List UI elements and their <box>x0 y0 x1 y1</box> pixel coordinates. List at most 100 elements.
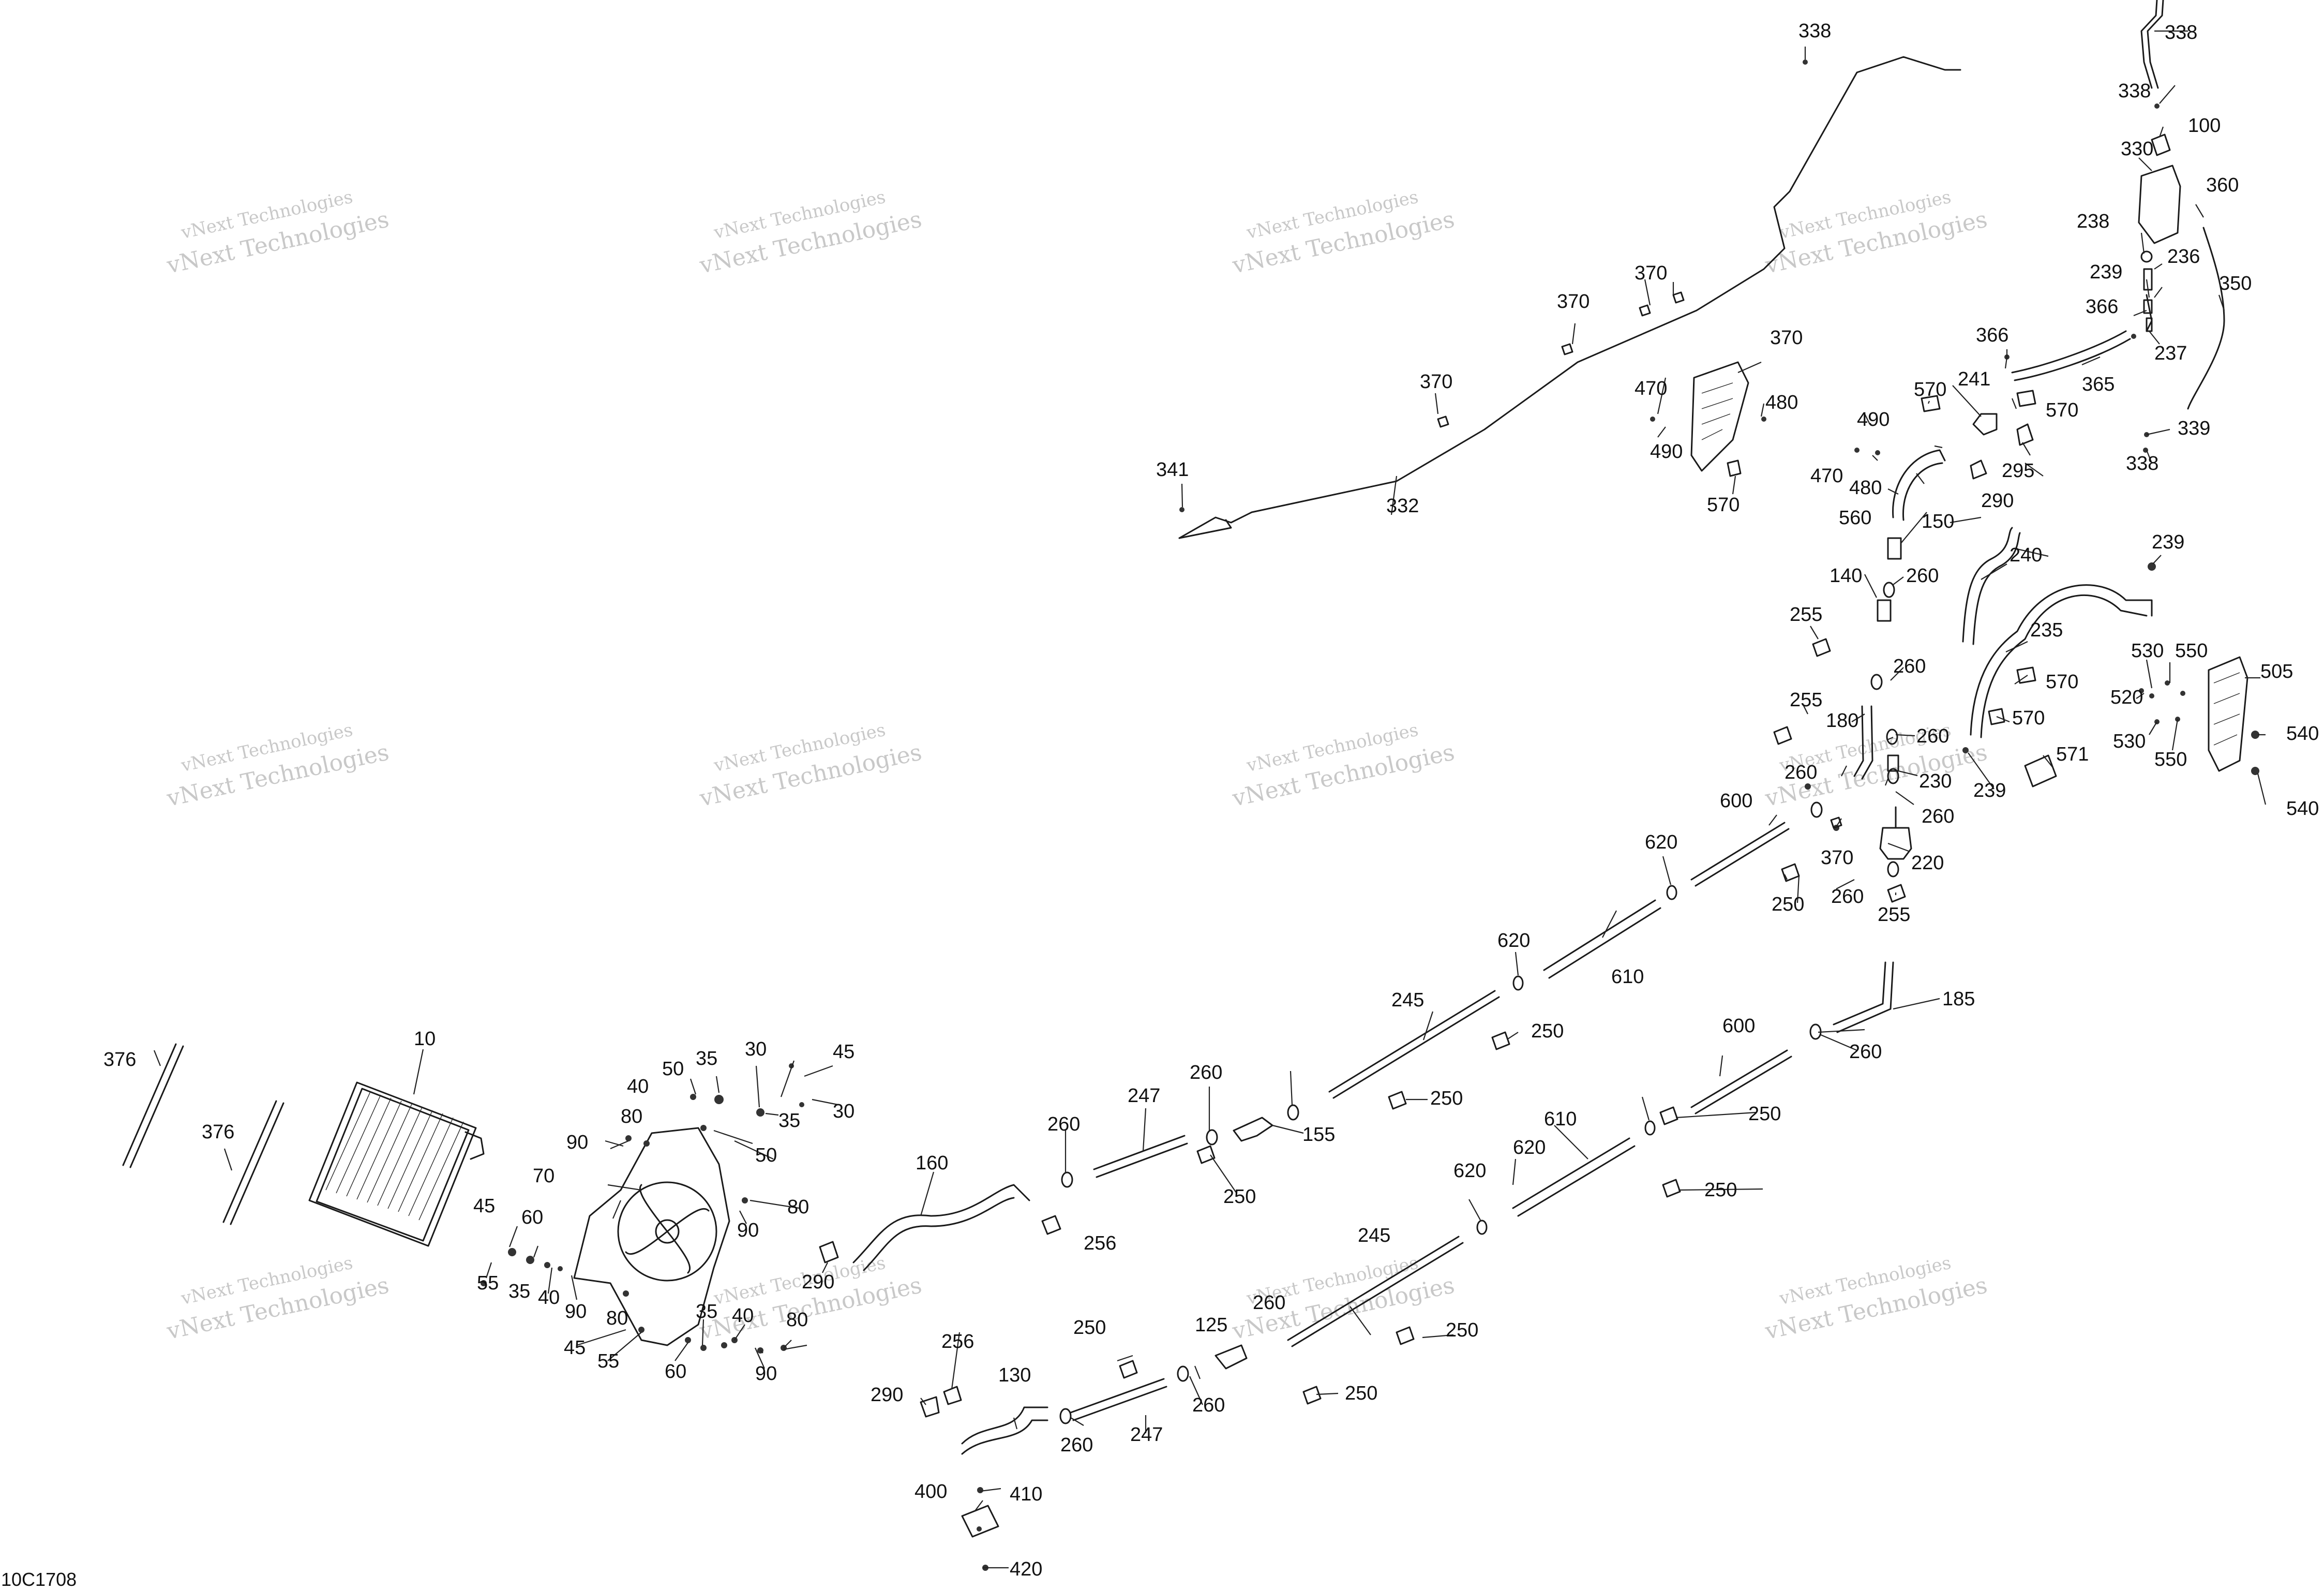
callout-label: 530 <box>2113 731 2146 752</box>
callout-label: 255 <box>1790 604 1822 626</box>
callout-label: 140 <box>1830 565 1862 587</box>
callout-label: 339 <box>2178 418 2210 439</box>
callout-label: 290 <box>1981 490 2014 512</box>
callout-label: 360 <box>2206 174 2239 196</box>
callout-label: 130 <box>998 1364 1031 1386</box>
gasket-571 <box>2024 754 2057 787</box>
callout-label: 570 <box>2012 707 2045 729</box>
callout-label: 60 <box>665 1361 686 1383</box>
hose-235 <box>1970 584 2153 738</box>
callout-label: 245 <box>1358 1225 1390 1246</box>
callout-label: 570 <box>2046 399 2078 421</box>
callout-label: 620 <box>1645 831 1677 853</box>
fittings-23x <box>2143 299 2153 332</box>
callout-label: 410 <box>1010 1483 1042 1505</box>
line-332 <box>1178 56 1961 539</box>
callout-label: 610 <box>1544 1108 1577 1130</box>
callout-label: 376 <box>202 1121 234 1143</box>
callout-label: 480 <box>1765 392 1798 413</box>
connector-140 <box>1877 599 1892 622</box>
callout-label: 470 <box>1810 465 1843 487</box>
callout-label: 250 <box>1704 1179 1737 1201</box>
callout-label: 620 <box>1453 1160 1486 1182</box>
callout-label: 250 <box>1748 1103 1781 1125</box>
callout-label: 600 <box>1722 1015 1755 1037</box>
callout-label: 40 <box>732 1305 754 1327</box>
callout-label: 338 <box>1798 20 1831 42</box>
ring-620 <box>1476 885 1677 1235</box>
fitting-125 <box>1215 1344 1248 1370</box>
callout-label: 560 <box>1839 507 1871 529</box>
callout-label: 260 <box>1253 1292 1285 1314</box>
callout-label: 620 <box>1513 1137 1546 1158</box>
clamp-295 <box>1970 423 2034 480</box>
callout-label: 160 <box>916 1152 948 1174</box>
callout-label: 610 <box>1611 966 1644 988</box>
callout-label: 260 <box>1192 1394 1225 1416</box>
callout-label: 30 <box>745 1038 767 1060</box>
callout-label: 155 <box>1302 1124 1335 1146</box>
callout-label: 370 <box>1770 327 1803 349</box>
fan-shroud <box>573 1127 730 1346</box>
callout-label: 260 <box>1785 762 1817 783</box>
callout-label: 376 <box>103 1049 136 1071</box>
callout-label: 260 <box>1047 1113 1080 1135</box>
callout-label: 250 <box>1531 1020 1564 1042</box>
diagram-code: 10C1708 <box>1 1569 77 1590</box>
hose-160 <box>852 1184 1030 1271</box>
callout-label: 620 <box>1497 930 1530 952</box>
callout-label: 260 <box>1893 656 1926 677</box>
callout-label: 239 <box>1973 780 2006 801</box>
callout-label: 295 <box>2002 460 2034 482</box>
callout-label: 30 <box>833 1101 854 1122</box>
callout-label: 80 <box>786 1309 808 1331</box>
callout-label: 80 <box>787 1196 809 1218</box>
callout-label: 80 <box>621 1106 642 1127</box>
callout-label: 40 <box>627 1076 649 1097</box>
callout-label: 490 <box>1650 441 1683 463</box>
callout-label: 570 <box>2046 671 2078 693</box>
callout-label: 239 <box>2090 261 2122 283</box>
callout-label: 237 <box>2154 343 2187 364</box>
callout-label: 90 <box>755 1363 777 1385</box>
callout-label: 490 <box>1857 409 1890 430</box>
callout-label: 50 <box>755 1145 777 1166</box>
hose-365 <box>2004 330 2136 381</box>
callout-label: 540 <box>2286 798 2319 820</box>
fitting-155 <box>1233 1117 1273 1142</box>
cover-510 <box>1690 361 1749 472</box>
callout-label: 550 <box>2175 640 2208 662</box>
callout-label: 40 <box>538 1287 560 1309</box>
callout-label: 247 <box>1130 1424 1163 1446</box>
leader-lines <box>153 30 2267 1569</box>
callout-label: 250 <box>1772 894 1804 915</box>
callout-label: 420 <box>1010 1558 1042 1580</box>
callout-label: 370 <box>1557 291 1590 313</box>
pipe-600 <box>1690 822 1792 1115</box>
callout-label: 260 <box>1190 1062 1222 1083</box>
callout-label: 35 <box>508 1281 530 1302</box>
clamp-256 <box>943 1215 1061 1405</box>
callout-label: 260 <box>1849 1041 1882 1063</box>
hose-180 <box>1853 705 1873 780</box>
fan-hardware <box>481 1063 804 1354</box>
callout-label: 50 <box>662 1058 684 1080</box>
callout-label: 55 <box>477 1272 499 1294</box>
callout-label: 520 <box>2110 687 2143 708</box>
callout-label: 370 <box>1420 371 1452 393</box>
clamp-255 <box>1773 638 1906 903</box>
callout-label: 100 <box>2188 115 2221 137</box>
callout-label: 341 <box>1156 459 1189 481</box>
callout-label: 370 <box>1821 847 1853 869</box>
callout-label: 60 <box>521 1207 543 1228</box>
callout-label: 70 <box>533 1165 554 1187</box>
callout-label: 80 <box>606 1307 628 1329</box>
callout-label: 260 <box>1906 565 1939 587</box>
callout-label: 338 <box>2165 22 2197 43</box>
callout-label: 45 <box>833 1041 854 1063</box>
callout-label: 570 <box>1707 494 1740 516</box>
callout-label: 247 <box>1128 1085 1160 1107</box>
callout-label: 480 <box>1849 477 1882 499</box>
callout-label: 241 <box>1958 368 1990 390</box>
